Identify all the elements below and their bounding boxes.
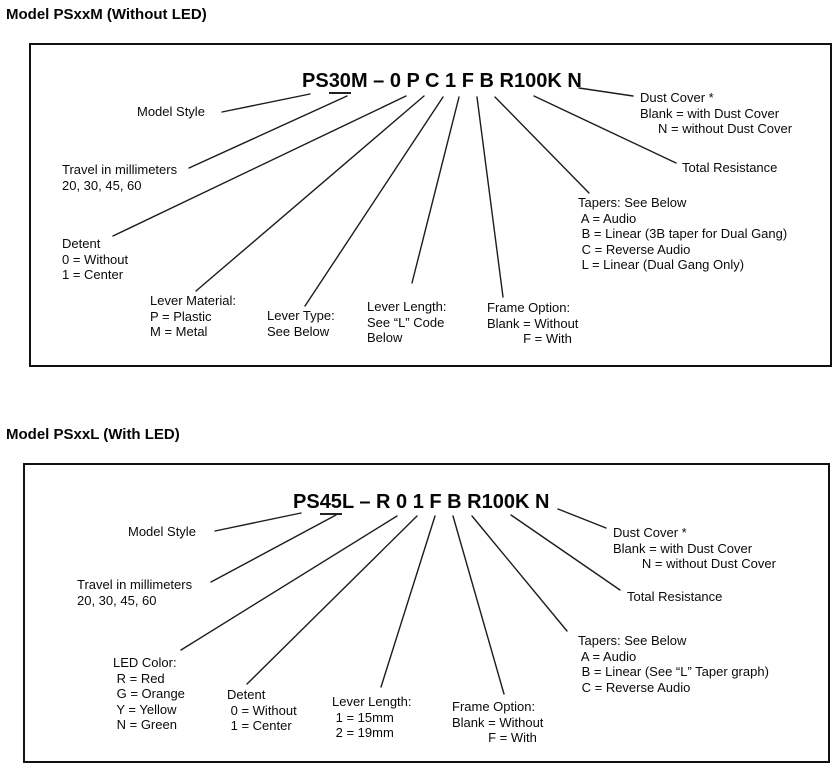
label-dust-cover-2: Dust Cover * Blank = with Dust Cover N =… (613, 525, 776, 571)
label-tapers-1: Tapers: See Below A = Audio B = Linear (… (578, 195, 788, 272)
connector-lever-material-1 (195, 95, 425, 292)
label-detent-2: Detent 0 = Without 1 = Center (227, 687, 297, 733)
label-dust-cover-1: Dust Cover * Blank = with Dust Cover N =… (640, 90, 793, 136)
connector-travel-1 (188, 95, 348, 169)
connector-dust-cover-2 (557, 508, 607, 529)
label-frame-option-2: Frame Option: Blank = Without F = With (452, 699, 544, 745)
label-lever-material-1: Lever Material: P = Plastic M = Metal (150, 293, 236, 339)
label-lever-length-2: Lever Length: 1 = 15mm 2 = 19mm (332, 694, 412, 740)
label-lever-length-1: Lever Length: See “L” Code Below (367, 299, 447, 345)
connector-travel-2 (210, 514, 337, 583)
label-travel-2: Travel in millimeters 20, 30, 45, 60 (77, 577, 193, 608)
part-number-1: PS30M – 0 P C 1 F B R100K N (302, 70, 582, 94)
connector-lever-length-1 (411, 96, 460, 284)
connector-frame-option-1 (476, 96, 504, 298)
connector-dust-cover-1 (578, 87, 634, 97)
label-travel-1: Travel in millimeters 20, 30, 45, 60 (62, 162, 178, 193)
connector-detent-2 (246, 515, 418, 685)
diagram2-box (23, 463, 830, 763)
label-tapers-2: Tapers: See Below A = Audio B = Linear (… (578, 633, 769, 695)
connector-detent-1 (112, 95, 407, 237)
part-number-2: PS45L – R 0 1 F B R100K N (293, 491, 550, 515)
part-number-1-travel-code: 30 (328, 70, 351, 94)
label-frame-option-1: Frame Option: Blank = Without F = With (487, 300, 579, 346)
label-model-style-2: Model Style (128, 524, 196, 539)
diagram1-box (29, 43, 832, 367)
connector-model-style-2 (214, 512, 302, 532)
label-detent-1: Detent 0 = Without 1 = Center (62, 236, 129, 282)
label-total-resistance-1: Total Resistance (682, 160, 778, 175)
label-led-color-2: LED Color: R = Red G = Orange Y = Yellow… (113, 655, 185, 732)
connector-lever-type-1 (304, 96, 444, 307)
label-model-style-1: Model Style (137, 104, 205, 119)
diagram1-title: Model PSxxM (Without LED) (6, 6, 207, 23)
diagram2-title: Model PSxxL (With LED) (6, 426, 180, 443)
connector-total-resistance-1 (533, 95, 677, 164)
part-number-1-suffix: M – 0 P C 1 F B R100K N (350, 70, 582, 92)
part-number-2-prefix: PS (293, 491, 320, 513)
connector-frame-option-2 (452, 515, 505, 695)
connector-tapers-1 (494, 96, 590, 194)
connector-model-style-1 (221, 93, 311, 113)
connector-tapers-2 (471, 515, 568, 632)
part-number-2-travel-code: 45 (319, 491, 342, 515)
connector-lever-length-2 (380, 515, 436, 688)
part-number-1-prefix: PS (302, 70, 329, 92)
label-lever-type-1: Lever Type: See Below (267, 308, 335, 339)
part-number-2-suffix: L – R 0 1 F B R100K N (341, 491, 550, 513)
label-total-resistance-2: Total Resistance (627, 589, 723, 604)
connector-total-resistance-2 (510, 514, 621, 591)
connector-led-color-2 (180, 515, 398, 651)
